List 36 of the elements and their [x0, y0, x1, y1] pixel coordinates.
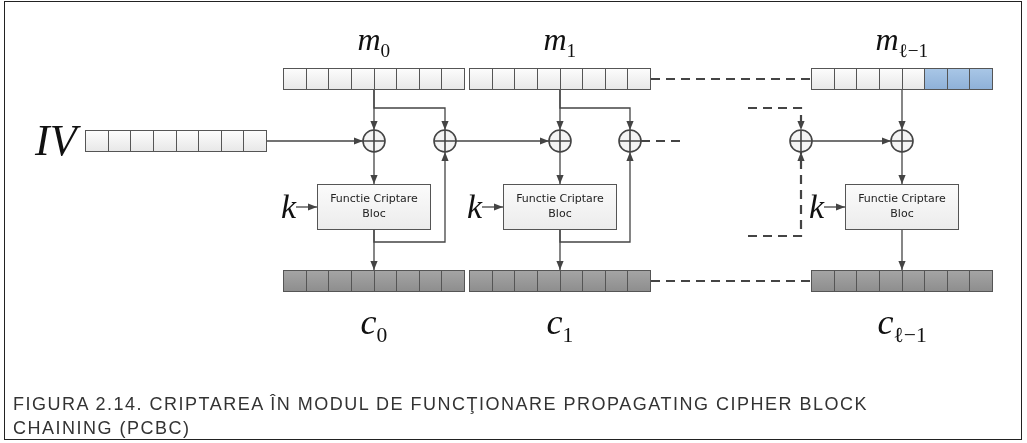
- variable-label: c$_{0}$: [360, 304, 388, 347]
- arrow: [373, 89, 449, 131]
- xor-symbol: [362, 129, 386, 153]
- variable-label: m$_{1}$: [543, 23, 577, 60]
- encryption-box: Functie Criptare Bloc: [317, 184, 431, 230]
- xor-symbol: [433, 129, 457, 153]
- arrow: [823, 203, 846, 211]
- arrow: [898, 151, 906, 185]
- dashed-line: [651, 279, 811, 283]
- arrow: [373, 151, 449, 243]
- dashed-line: [651, 77, 811, 81]
- key-label: k: [809, 190, 825, 224]
- key-label: k: [467, 190, 483, 224]
- variable-label: c$_{1}$: [546, 304, 574, 347]
- arrow: [898, 229, 906, 271]
- arrow: [748, 106, 805, 130]
- arrow: [559, 151, 634, 243]
- variable-label: m$_{0}$: [357, 23, 391, 60]
- arrow: [266, 137, 364, 145]
- arrow: [556, 151, 564, 185]
- encryption-box: Functie Criptare Bloc: [845, 184, 959, 230]
- xor-symbol: [789, 129, 813, 153]
- variable-label: c$_{ℓ−1}$: [877, 304, 927, 347]
- xor-symbol: [548, 129, 572, 153]
- xor-symbol: [890, 129, 914, 153]
- encryption-box: Functie Criptare Bloc: [503, 184, 617, 230]
- figure-caption: FIGURA 2.14. CRIPTAREA ÎN MODUL DE FUNCŢIONARE PROPAGATING CIPHER BLOCK CHAINING (PCBC): [13, 393, 869, 440]
- arrow: [370, 151, 378, 185]
- arrow: [295, 203, 318, 211]
- xor-symbol: [618, 129, 642, 153]
- arrow: [898, 89, 906, 131]
- arrow: [559, 89, 634, 131]
- arrow: [748, 152, 805, 238]
- key-label: k: [281, 190, 297, 224]
- arrow: [481, 203, 504, 211]
- variable-label: m$_{ℓ−1}$: [875, 23, 929, 60]
